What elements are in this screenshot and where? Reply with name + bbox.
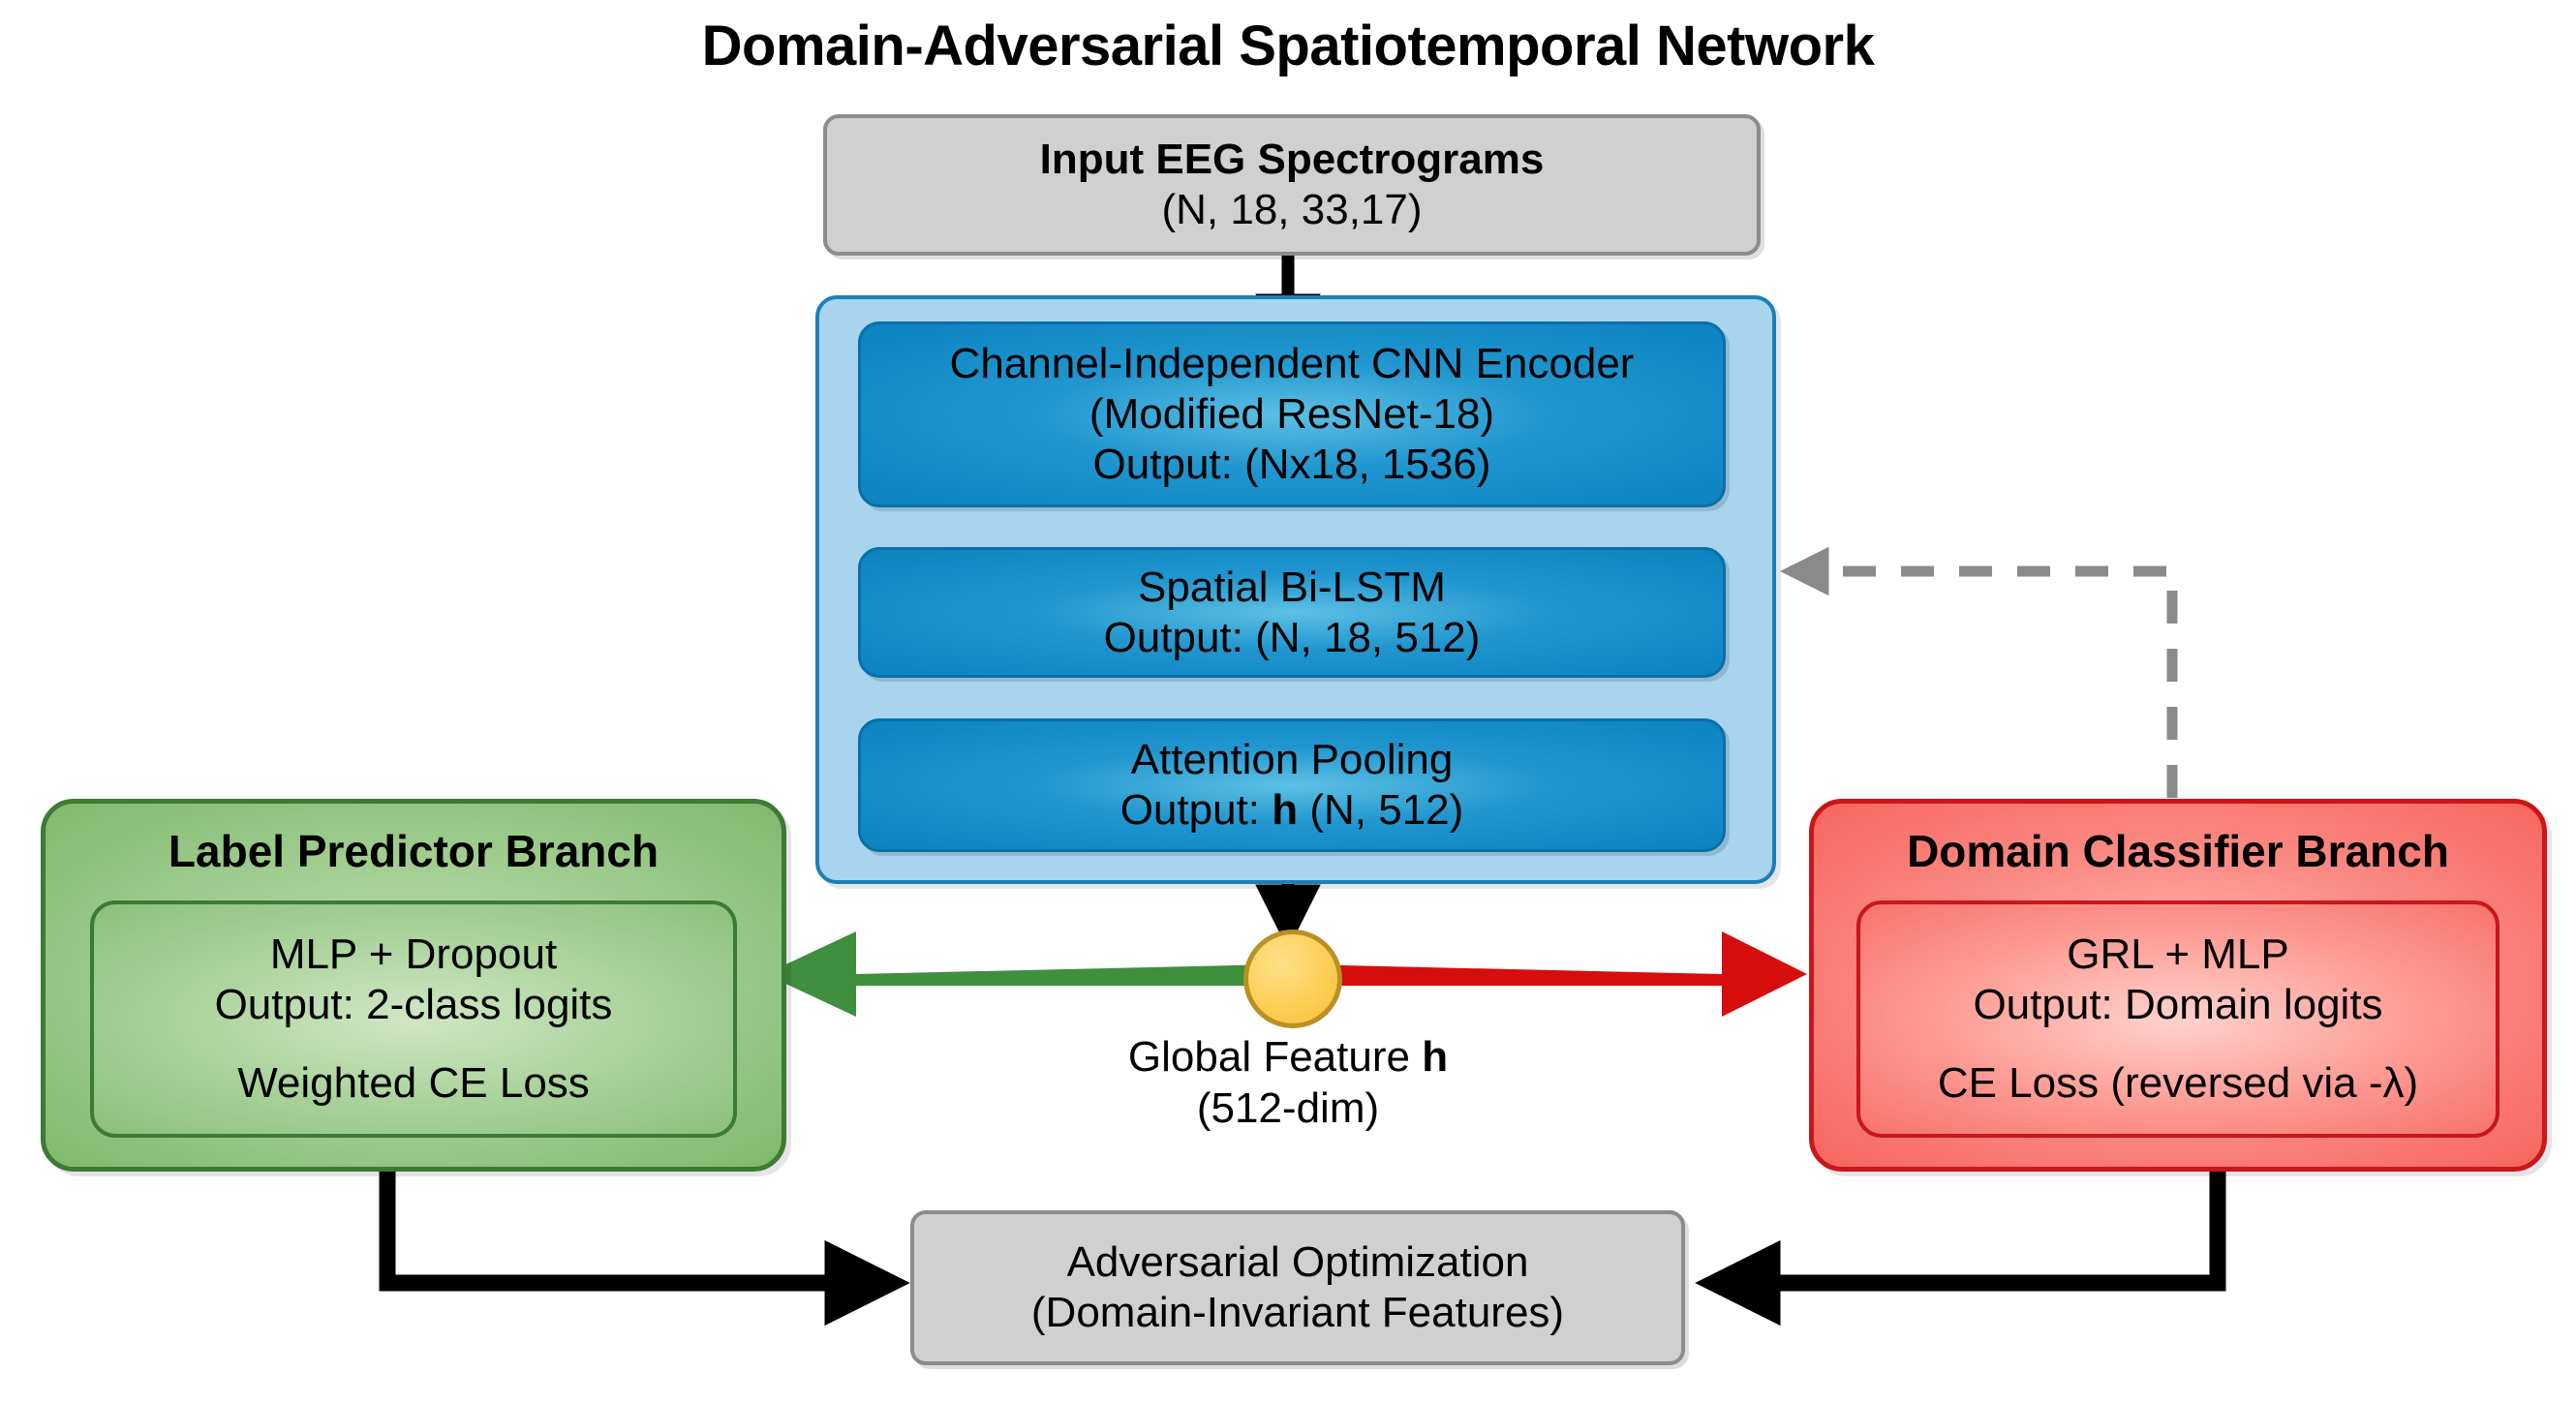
domain-classifier-branch: Domain Classifier Branch GRL + MLP Outpu… — [1809, 799, 2547, 1172]
cnn-encoder-subtitle: (Modified ResNet-18) — [1089, 390, 1495, 439]
cnn-encoder-output: Output: (Nx18, 1536) — [1092, 440, 1491, 488]
label-predictor-line1: MLP + Dropout — [269, 930, 558, 978]
attention-pooling-output: Output: h (N, 512) — [1120, 785, 1464, 836]
attention-output-prefix: Output: — [1119, 786, 1273, 834]
domain-classifier-header: Domain Classifier Branch — [1907, 826, 2449, 876]
arrow-hub-to-domain-classifier — [1300, 931, 1807, 1017]
label-predictor-branch: Label Predictor Branch MLP + Dropout Out… — [41, 799, 786, 1172]
adversarial-optimization-subtitle: (Domain-Invariant Features) — [1030, 1289, 1565, 1336]
adversarial-optimization-title: Adversarial Optimization — [1066, 1238, 1529, 1287]
global-feature-hub — [1243, 930, 1342, 1028]
global-feature-label-line1: Global Feature h — [1046, 1032, 1530, 1083]
arrow-hub-to-label-predictor — [765, 931, 1276, 1017]
attention-output-symbol: h — [1272, 786, 1299, 834]
arrow-label-to-optimization — [379, 1162, 910, 1327]
label-predictor-inner: MLP + Dropout Output: 2-class logits Wei… — [90, 900, 737, 1138]
input-node-shape: (N, 18, 33,17) — [1161, 186, 1423, 233]
domain-classifier-line2: Output: Domain logits — [1973, 980, 2383, 1028]
domain-classifier-inner: GRL + MLP Output: Domain logits CE Loss … — [1856, 900, 2499, 1138]
attention-pooling-title: Attention Pooling — [1130, 736, 1454, 784]
label-predictor-line3: Weighted CE Loss — [237, 1059, 590, 1108]
domain-classifier-line1: GRL + MLP — [2067, 930, 2289, 978]
bilstm-title: Spatial Bi-LSTM — [1138, 563, 1446, 611]
adversarial-optimization-node: Adversarial Optimization (Domain-Invaria… — [910, 1210, 1685, 1365]
cnn-encoder-node: Channel-Independent CNN Encoder (Modifie… — [858, 321, 1726, 507]
bilstm-output: Output: (N, 18, 512) — [1103, 613, 1481, 661]
page-title: Domain-Adversarial Spatiotemporal Networ… — [701, 15, 1875, 77]
global-feature-symbol: h — [1422, 1033, 1449, 1081]
global-feature-prefix: Global Feature — [1127, 1033, 1423, 1081]
global-feature-label-line2: (512-dim) — [1196, 1083, 1380, 1132]
attention-pooling-node: Attention Pooling Output: h (N, 512) — [858, 718, 1726, 852]
arrow-domain-to-optimization — [1695, 1162, 2226, 1327]
bilstm-node: Spatial Bi-LSTM Output: (N, 18, 512) — [858, 547, 1726, 678]
label-predictor-line2: Output: 2-class logits — [214, 980, 613, 1028]
arrow-domain-feedback-dashed — [1779, 546, 2178, 798]
domain-classifier-line3: CE Loss (reversed via -λ) — [1937, 1059, 2419, 1108]
cnn-encoder-title: Channel-Independent CNN Encoder — [949, 340, 1635, 388]
label-predictor-header: Label Predictor Branch — [168, 826, 659, 876]
input-node-title: Input EEG Spectrograms — [1039, 136, 1545, 184]
input-node: Input EEG Spectrograms (N, 18, 33,17) — [823, 114, 1761, 256]
attention-output-suffix: (N, 512) — [1298, 786, 1464, 834]
global-feature-label: Global Feature h (512-dim) — [1046, 1032, 1530, 1135]
